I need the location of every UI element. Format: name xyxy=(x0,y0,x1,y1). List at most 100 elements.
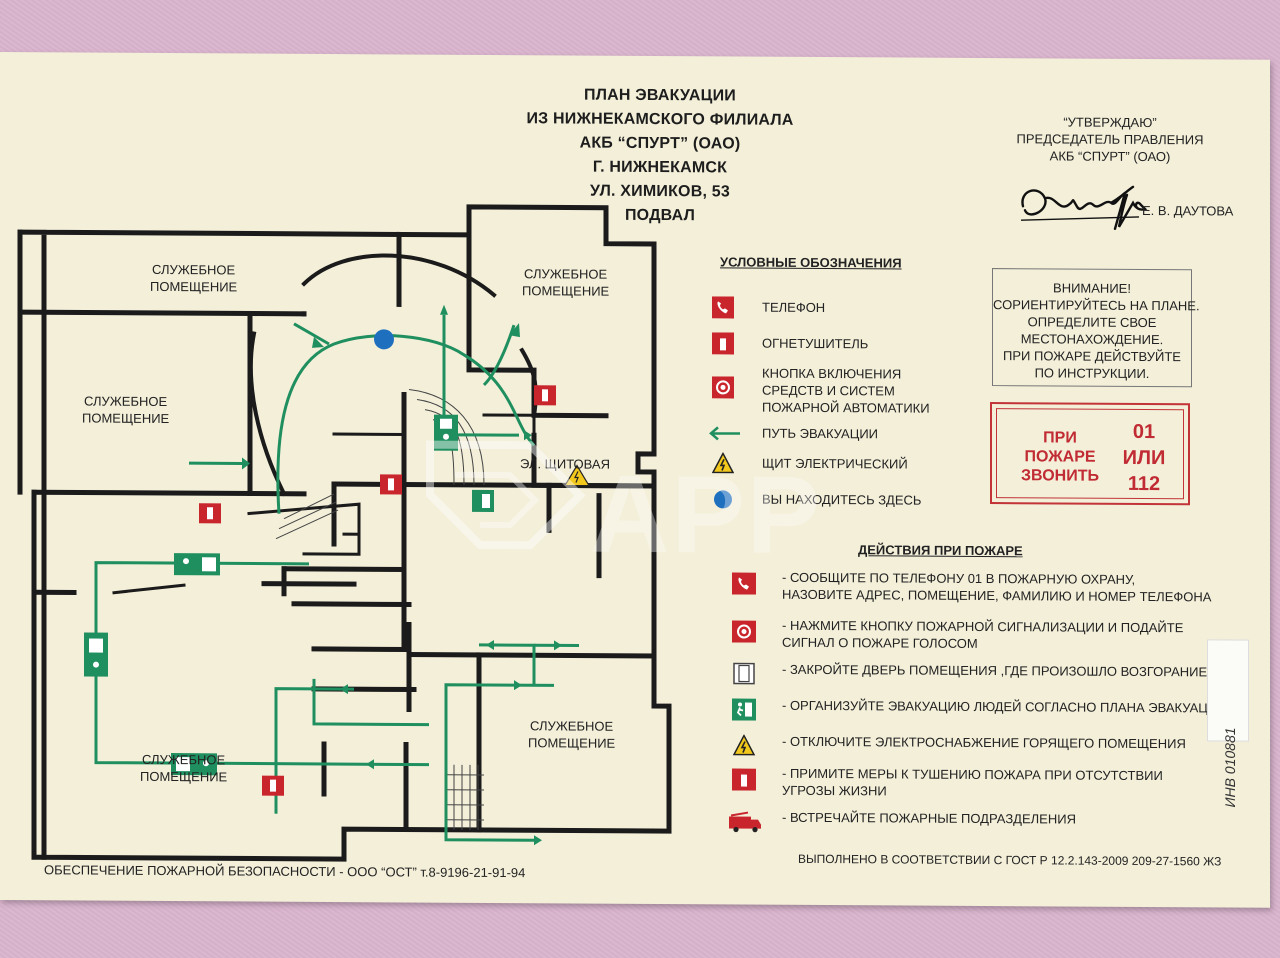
room-label-line: ПОМЕЩЕНИЕ xyxy=(140,768,228,785)
legend-label: ТЕЛЕФОН xyxy=(762,299,826,316)
fire-extinguisher-icon xyxy=(712,332,734,355)
approval-block: “УТВЕРЖДАЮ” ПРЕДСЕДАТЕЛЬ ПРАВЛЕНИЯ АКБ “… xyxy=(1010,113,1210,165)
attention-line: ВНИМАНИЕ! xyxy=(1053,280,1131,296)
room-label-line: СЛУЖЕБНОЕ xyxy=(524,266,608,282)
room-label-line: СЛУЖЕБНОЕ xyxy=(152,261,236,278)
action-item: - ОРГАНИЗУЙТЕ ЭВАКУАЦИЮ ЛЮДЕЙ СОГЛАСНО П… xyxy=(732,696,1230,729)
telephone-icon xyxy=(712,296,734,319)
you-are-here-icon xyxy=(374,329,394,350)
you-are-here-icon xyxy=(714,490,732,509)
door-icon xyxy=(733,662,755,685)
room-label-line: ПОМЕЩЕНИЕ xyxy=(522,283,610,299)
action-item: - ЗАКРОЙТЕ ДВЕРЬ ПОМЕЩЕНИЯ ,ГДЕ ПРОИЗОШЛ… xyxy=(732,660,1207,693)
legend-label: СРЕДСТВ И СИСТЕМ xyxy=(762,382,895,399)
fire-extinguisher-icon xyxy=(262,775,284,796)
action-label: - ВСТРЕЧАЙТЕ ПОЖАРНЫЕ ПОДРАЗДЕЛЕНИЯ xyxy=(782,809,1076,827)
emergency-exit-icon xyxy=(472,489,494,513)
action-item: - ПРИМИТЕ МЕРЫ К ТУШЕНИЮ ПОЖАРА ПРИ ОТСУ… xyxy=(732,764,1202,803)
fire-call-text: ПРИ ПОЖАРЕ ЗВОНИТЬ xyxy=(1014,428,1106,486)
plan-walls xyxy=(17,204,672,862)
legend-title: УСЛОВНЫЕ ОБОЗНАЧЕНИЯ xyxy=(720,254,902,271)
emergency-exit-icon xyxy=(171,753,217,776)
action-label: - ЗАКРОЙТЕ ДВЕРЬ ПОМЕЩЕНИЯ ,ГДЕ ПРОИЗОШЛ… xyxy=(782,661,1208,680)
room-label: СЛУЖЕБНОЕ ПОМЕЩЕНИЕ xyxy=(528,717,615,752)
legend-item: ПУТЬ ЭВАКУАЦИИ xyxy=(709,420,952,449)
evacuation-arrow-icon xyxy=(709,426,740,441)
electrical-panel-icon xyxy=(732,734,756,756)
room-label-line: СЛУЖЕБНОЕ xyxy=(142,751,226,768)
title-line: АКБ “СПУРТ” (ОАО) xyxy=(579,134,741,153)
footer-standard: ВЫПОЛНЕНО В СООТВЕТСТВИИ С ГОСТ Р 12.2.1… xyxy=(798,851,1222,869)
exit-signs xyxy=(84,414,494,776)
action-label: СИГНАЛ О ПОЖАРЕ ГОЛОСОМ xyxy=(782,634,978,651)
approval-line: “УТВЕРЖДАЮ” xyxy=(1063,114,1157,131)
room-label-line: СЛУЖЕБНОЕ xyxy=(84,393,168,410)
floor-plan xyxy=(17,204,672,862)
room-label: СЛУЖЕБНОЕ ПОМЕЩЕНИЕ xyxy=(140,751,227,786)
evacuation-plan-board: ПЛАН ЭВАКУАЦИИ ИЗ НИЖНЕКАМСКОГО ФИЛИАЛА … xyxy=(0,52,1270,908)
emergency-exit-icon xyxy=(84,632,108,677)
fire-extinguisher-icon xyxy=(534,385,556,406)
title-line: ИЗ НИЖНЕКАМСКОГО ФИЛИАЛА xyxy=(526,110,794,129)
fire-extinguisher-icon xyxy=(380,474,402,495)
route-arrowheads xyxy=(242,304,562,846)
room-label: СЛУЖЕБНОЕ ПОМЕЩЕНИЕ xyxy=(82,393,169,428)
action-label: НАЗОВИТЕ АДРЕС, ПОМЕЩЕНИЕ, ФАМИЛИЮ И НОМ… xyxy=(782,586,1212,605)
fire-call-line: ПРИ xyxy=(1043,429,1077,447)
legend-item: ВЫ НАХОДИТЕСЬ ЗДЕСЬ xyxy=(712,486,952,515)
fire-number: ИЛИ xyxy=(1122,446,1166,470)
fire-number: 01 xyxy=(1132,420,1156,444)
watermark-text: APP xyxy=(590,452,823,578)
approver-name: Е. В. ДАУТОВА xyxy=(1142,202,1234,219)
attention-line: ОПРЕДЕЛИТЕ СВОЕ xyxy=(1027,314,1157,331)
electrical-panel-icon xyxy=(563,464,591,487)
inventory-sticker xyxy=(1207,639,1249,742)
action-item: - НАЖМИТЕ КНОПКУ ПОЖАРНОЙ СИГНАЛИЗАЦИИ И… xyxy=(732,616,1202,655)
actions-title: ДЕЙСТВИЯ ПРИ ПОЖАРЕ xyxy=(858,542,1023,559)
room-label-line: ПОМЕЩЕНИЕ xyxy=(82,410,170,427)
room-label-line: СЛУЖЕБНОЕ xyxy=(530,718,614,734)
attention-line: ПРИ ПОЖАРЕ ДЕЙСТВУЙТЕ xyxy=(1003,348,1181,365)
legend-label: ПОЖАРНОЙ АВТОМАТИКИ xyxy=(762,399,930,416)
signature xyxy=(1015,176,1235,247)
title-line: ПЛАН ЭВАКУАЦИИ xyxy=(584,86,736,105)
action-label: - ОРГАНИЗУЙТЕ ЭВАКУАЦИЮ ЛЮДЕЙ СОГЛАСНО П… xyxy=(782,697,1231,716)
action-label: УГРОЗЫ ЖИЗНИ xyxy=(782,782,887,799)
approval-line: ПРЕДСЕДАТЕЛЬ ПРАВЛЕНИЯ xyxy=(1016,131,1204,148)
fire-extinguisher-icon xyxy=(732,768,756,791)
electrical-panel-icon xyxy=(712,452,734,474)
fire-call-line: ЗВОНИТЬ xyxy=(1021,467,1099,485)
legend-label: ПУТЬ ЭВАКУАЦИИ xyxy=(762,425,879,442)
fire-alarm-button-icon xyxy=(712,376,734,399)
attention-line: ПО ИНСТРУКЦИИ. xyxy=(1034,365,1150,382)
emergency-exit-icon xyxy=(732,698,756,721)
telephone-icon xyxy=(732,572,756,595)
legend-label: КНОПКА ВКЛЮЧЕНИЯ xyxy=(762,365,902,382)
action-item: - ОТКЛЮЧИТЕ ЭЛЕКТРОСНАБЖЕНИЕ ГОРЯЩЕГО ПО… xyxy=(732,732,1202,765)
legend-item: ОГНЕТУШИТЕЛЬ xyxy=(712,330,952,359)
action-item: - СООБЩИТЕ ПО ТЕЛЕФОНУ 01 В ПОЖАРНУЮ ОХР… xyxy=(732,568,1211,607)
fire-alarm-button-icon xyxy=(732,620,756,643)
legend-item: КНОПКА ВКЛЮЧЕНИЯ СРЕДСТВ И СИСТЕМ ПОЖАРН… xyxy=(712,364,952,421)
legend-item: ТЕЛЕФОН xyxy=(712,294,952,323)
attention-line: МЕСТОНАХОЖДЕНИЕ. xyxy=(1020,331,1164,348)
room-label-line: ПОМЕЩЕНИЕ xyxy=(150,278,238,295)
legend-item: ЩИТ ЭЛЕКТРИЧЕСКИЙ xyxy=(712,450,952,479)
fire-call-line: ПОЖАРЕ xyxy=(1024,448,1096,466)
attention-line: СОРИЕНТИРУЙТЕСЬ НА ПЛАНЕ. xyxy=(993,297,1200,314)
fire-call-box: ПРИ ПОЖАРЕ ЗВОНИТЬ 01 ИЛИ 112 xyxy=(990,402,1190,506)
action-label: - ОТКЛЮЧИТЕ ЭЛЕКТРОСНАБЖЕНИЕ ГОРЯЩЕГО ПО… xyxy=(782,733,1186,752)
fire-truck-icon xyxy=(729,811,761,833)
fire-call-numbers: 01 ИЛИ 112 xyxy=(1108,419,1180,497)
room-label-line: ПОМЕЩЕНИЕ xyxy=(528,735,616,751)
inventory-number: ИНВ 010881 xyxy=(1222,727,1238,808)
extinguishers xyxy=(199,385,556,796)
stairs xyxy=(275,389,485,830)
footer-safety-provider: ОБЕСПЕЧЕНИЕ ПОЖАРНОЙ БЕЗОПАСНОСТИ - ООО … xyxy=(44,862,526,881)
title-line: Г. НИЖНЕКАМСК xyxy=(592,158,728,177)
fire-number: 112 xyxy=(1127,472,1161,496)
emergency-exit-icon xyxy=(434,414,458,451)
emergency-exit-icon xyxy=(174,553,220,576)
legend-label: ОГНЕТУШИТЕЛЬ xyxy=(762,335,869,352)
room-label: СЛУЖЕБНОЕ ПОМЕЩЕНИЕ xyxy=(150,261,237,296)
